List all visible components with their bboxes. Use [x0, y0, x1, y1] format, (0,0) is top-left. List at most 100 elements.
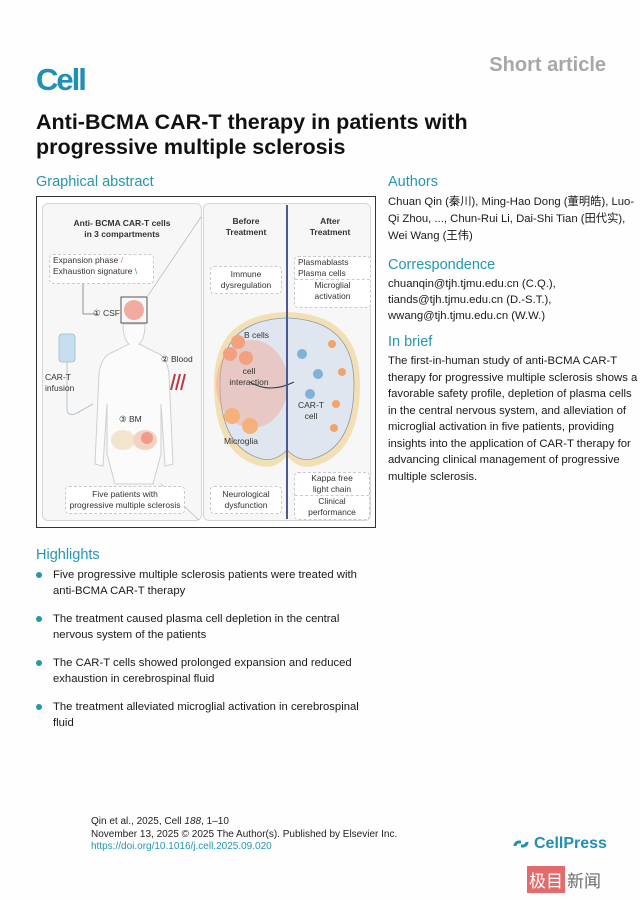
correspondence-emails: chuanqin@tjh.tjmu.edu.cn (C.Q.), tiands@…: [388, 276, 638, 324]
highlights-heading: Highlights: [36, 547, 100, 563]
in-brief-heading: In brief: [388, 334, 433, 350]
csf-highlight: [124, 300, 144, 320]
cellpress-logo: CellPress: [512, 835, 607, 853]
patients-line2: progressive multiple sclerosis: [69, 500, 181, 510]
watermark-gray-part: 新闻: [567, 872, 601, 892]
cart-cell-icon: [305, 389, 315, 399]
email-link[interactable]: chuanqin@tjh.tjmu.edu.cn (C.Q.),: [388, 278, 556, 290]
highlight-item: The treatment caused plasma cell depleti…: [36, 611, 376, 643]
microglia-icon: [242, 418, 258, 434]
doi-link[interactable]: https://doi.org/10.1016/j.cell.2025.09.0…: [91, 841, 272, 852]
compartments-title: Anti- BCMA CAR-T cells in 3 compartments: [43, 218, 201, 240]
in-brief-text: The first-in-human study of anti-BCMA CA…: [388, 355, 638, 483]
email-link[interactable]: wwang@tjh.tjmu.edu.cn (W.W.): [388, 310, 546, 322]
cart-cell-label: CAR-T cell: [296, 400, 326, 422]
highlights-list: Five progressive multiple sclerosis pati…: [36, 567, 376, 743]
after-findings-box: Plasmablasts Plasma cells Microglial act…: [294, 256, 371, 308]
cellpress-text: CellPress: [534, 835, 607, 852]
plasma-cells-label: Plasma cells: [298, 268, 346, 278]
compartments-title-line2: in 3 compartments: [84, 229, 160, 239]
microglial-line2: activation: [314, 291, 351, 301]
csf-connector-line: [82, 284, 98, 315]
compartments-title-line1: Anti- BCMA CAR-T cells: [73, 218, 171, 228]
b-cell-icon: [231, 335, 245, 349]
email-link[interactable]: tiands@tjh.tjmu.edu.cn (D.-S.T.),: [388, 294, 552, 306]
blood-label: ② Blood: [161, 354, 193, 364]
after-treatment-header: After Treatment: [292, 216, 368, 238]
iv-tube: [66, 362, 94, 415]
microglia-icon: [224, 408, 240, 424]
body-illustration: [58, 216, 201, 520]
patients-line1: Five patients with: [92, 489, 158, 499]
blood-tube-icon: [170, 373, 176, 391]
kappa-free-light-chain-label: Kappa free light chain: [295, 473, 369, 495]
graphical-abstract-figure: Anti- BCMA CAR-T cells in 3 compartments…: [36, 196, 376, 528]
cell-journal-logo: Cell: [36, 62, 87, 97]
microglial-activation-label: Microglial activation: [295, 279, 370, 302]
patients-box: Five patients with progressive multiple …: [65, 486, 185, 514]
body-outline: [94, 323, 174, 485]
after-line2: Treatment: [309, 227, 351, 237]
highlight-text: The CAR-T cells showed prolonged expansi…: [53, 657, 352, 685]
compartments-panel: Anti- BCMA CAR-T cells in 3 compartments…: [42, 203, 202, 521]
before-line1: Before: [232, 216, 260, 226]
authors-heading: Authors: [388, 174, 438, 190]
highlight-text: The treatment caused plasma cell depleti…: [53, 613, 340, 641]
b-cells-label: B cells: [244, 330, 270, 340]
bullet-icon: [36, 660, 42, 666]
zoom-line-top: [146, 216, 201, 298]
highlight-item: The CAR-T cells showed prolonged expansi…: [36, 655, 376, 687]
interaction-arrow: [249, 381, 295, 389]
immune-line2: dysregulation: [220, 280, 272, 290]
cell-interaction-label: cell interaction: [224, 366, 274, 388]
neuro-line1: Neurological: [222, 489, 270, 499]
news-watermark: 极目 新闻: [527, 866, 601, 893]
after-line1: After: [320, 216, 340, 226]
plasmablasts-label: Plasmablasts: [298, 257, 349, 267]
neurological-dysfunction-box: Neurological dysfunction: [210, 486, 282, 514]
cellpress-link-icon: [513, 840, 529, 848]
blood-tube-icon: [180, 373, 186, 391]
iv-bag-icon: [58, 333, 76, 363]
clinical-line2: performance: [308, 507, 356, 517]
before-line2: Treatment: [225, 227, 267, 237]
infusion-line2: infusion: [45, 383, 75, 393]
expansion-phase-label: Expansion phase /: [53, 255, 123, 265]
bullet-icon: [36, 704, 42, 710]
authors-list: Chuan Qin (秦川), Ming-Hao Dong (董明皓), Luo…: [388, 196, 635, 242]
highlight-item: The treatment alleviated microglial acti…: [36, 699, 376, 731]
cart-infusion-label: CAR-T infusion: [45, 372, 74, 394]
immune-dysregulation-box: Immune dysregulation: [210, 266, 282, 294]
clinical-performance-label: Clinical performance: [295, 495, 369, 518]
cart-cell-icon: [313, 369, 323, 379]
kappa-line1: Kappa free: [311, 473, 353, 483]
cart-line2: cell: [304, 411, 318, 421]
article-type-label: Short article: [489, 54, 606, 76]
resting-microglia-icon: [332, 400, 340, 408]
b-cell-icon: [239, 351, 253, 365]
cart-line1: CAR-T: [298, 400, 324, 410]
resting-microglia-icon: [338, 368, 346, 376]
cart-cell-icon: [297, 349, 307, 359]
csf-findings-box: Expansion phase / Exhaustion signature \: [49, 254, 154, 284]
cell-interaction-line2: interaction: [229, 377, 269, 387]
pelvis-left: [111, 430, 135, 450]
citation-line: Qin et al., 2025, Cell 188, 1–10: [91, 816, 229, 827]
exhaustion-signature-label: Exhaustion signature \: [53, 266, 138, 276]
b-cell-icon: [223, 347, 237, 361]
resting-microglia-icon: [330, 424, 338, 432]
highlight-item: Five progressive multiple sclerosis pati…: [36, 567, 376, 599]
graphical-abstract-heading: Graphical abstract: [36, 174, 154, 190]
highlight-text: The treatment alleviated microglial acti…: [53, 701, 359, 729]
outcomes-box: Kappa free light chain Clinical performa…: [294, 472, 370, 520]
immune-line1: Immune: [230, 269, 262, 279]
citation-footer: Qin et al., 2025, Cell 188, 1–10 Novembe…: [91, 816, 397, 854]
neuro-line2: dysfunction: [224, 500, 268, 510]
correspondence-heading: Correspondence: [388, 257, 496, 273]
bullet-icon: [36, 616, 42, 622]
watermark-red-part: 极目: [527, 866, 565, 893]
article-title: Anti-BCMA CAR-T therapy in patients with…: [36, 110, 468, 159]
resting-microglia-icon: [328, 340, 336, 348]
microglia-label: Microglia: [224, 436, 259, 446]
before-after-divider: [286, 205, 288, 519]
